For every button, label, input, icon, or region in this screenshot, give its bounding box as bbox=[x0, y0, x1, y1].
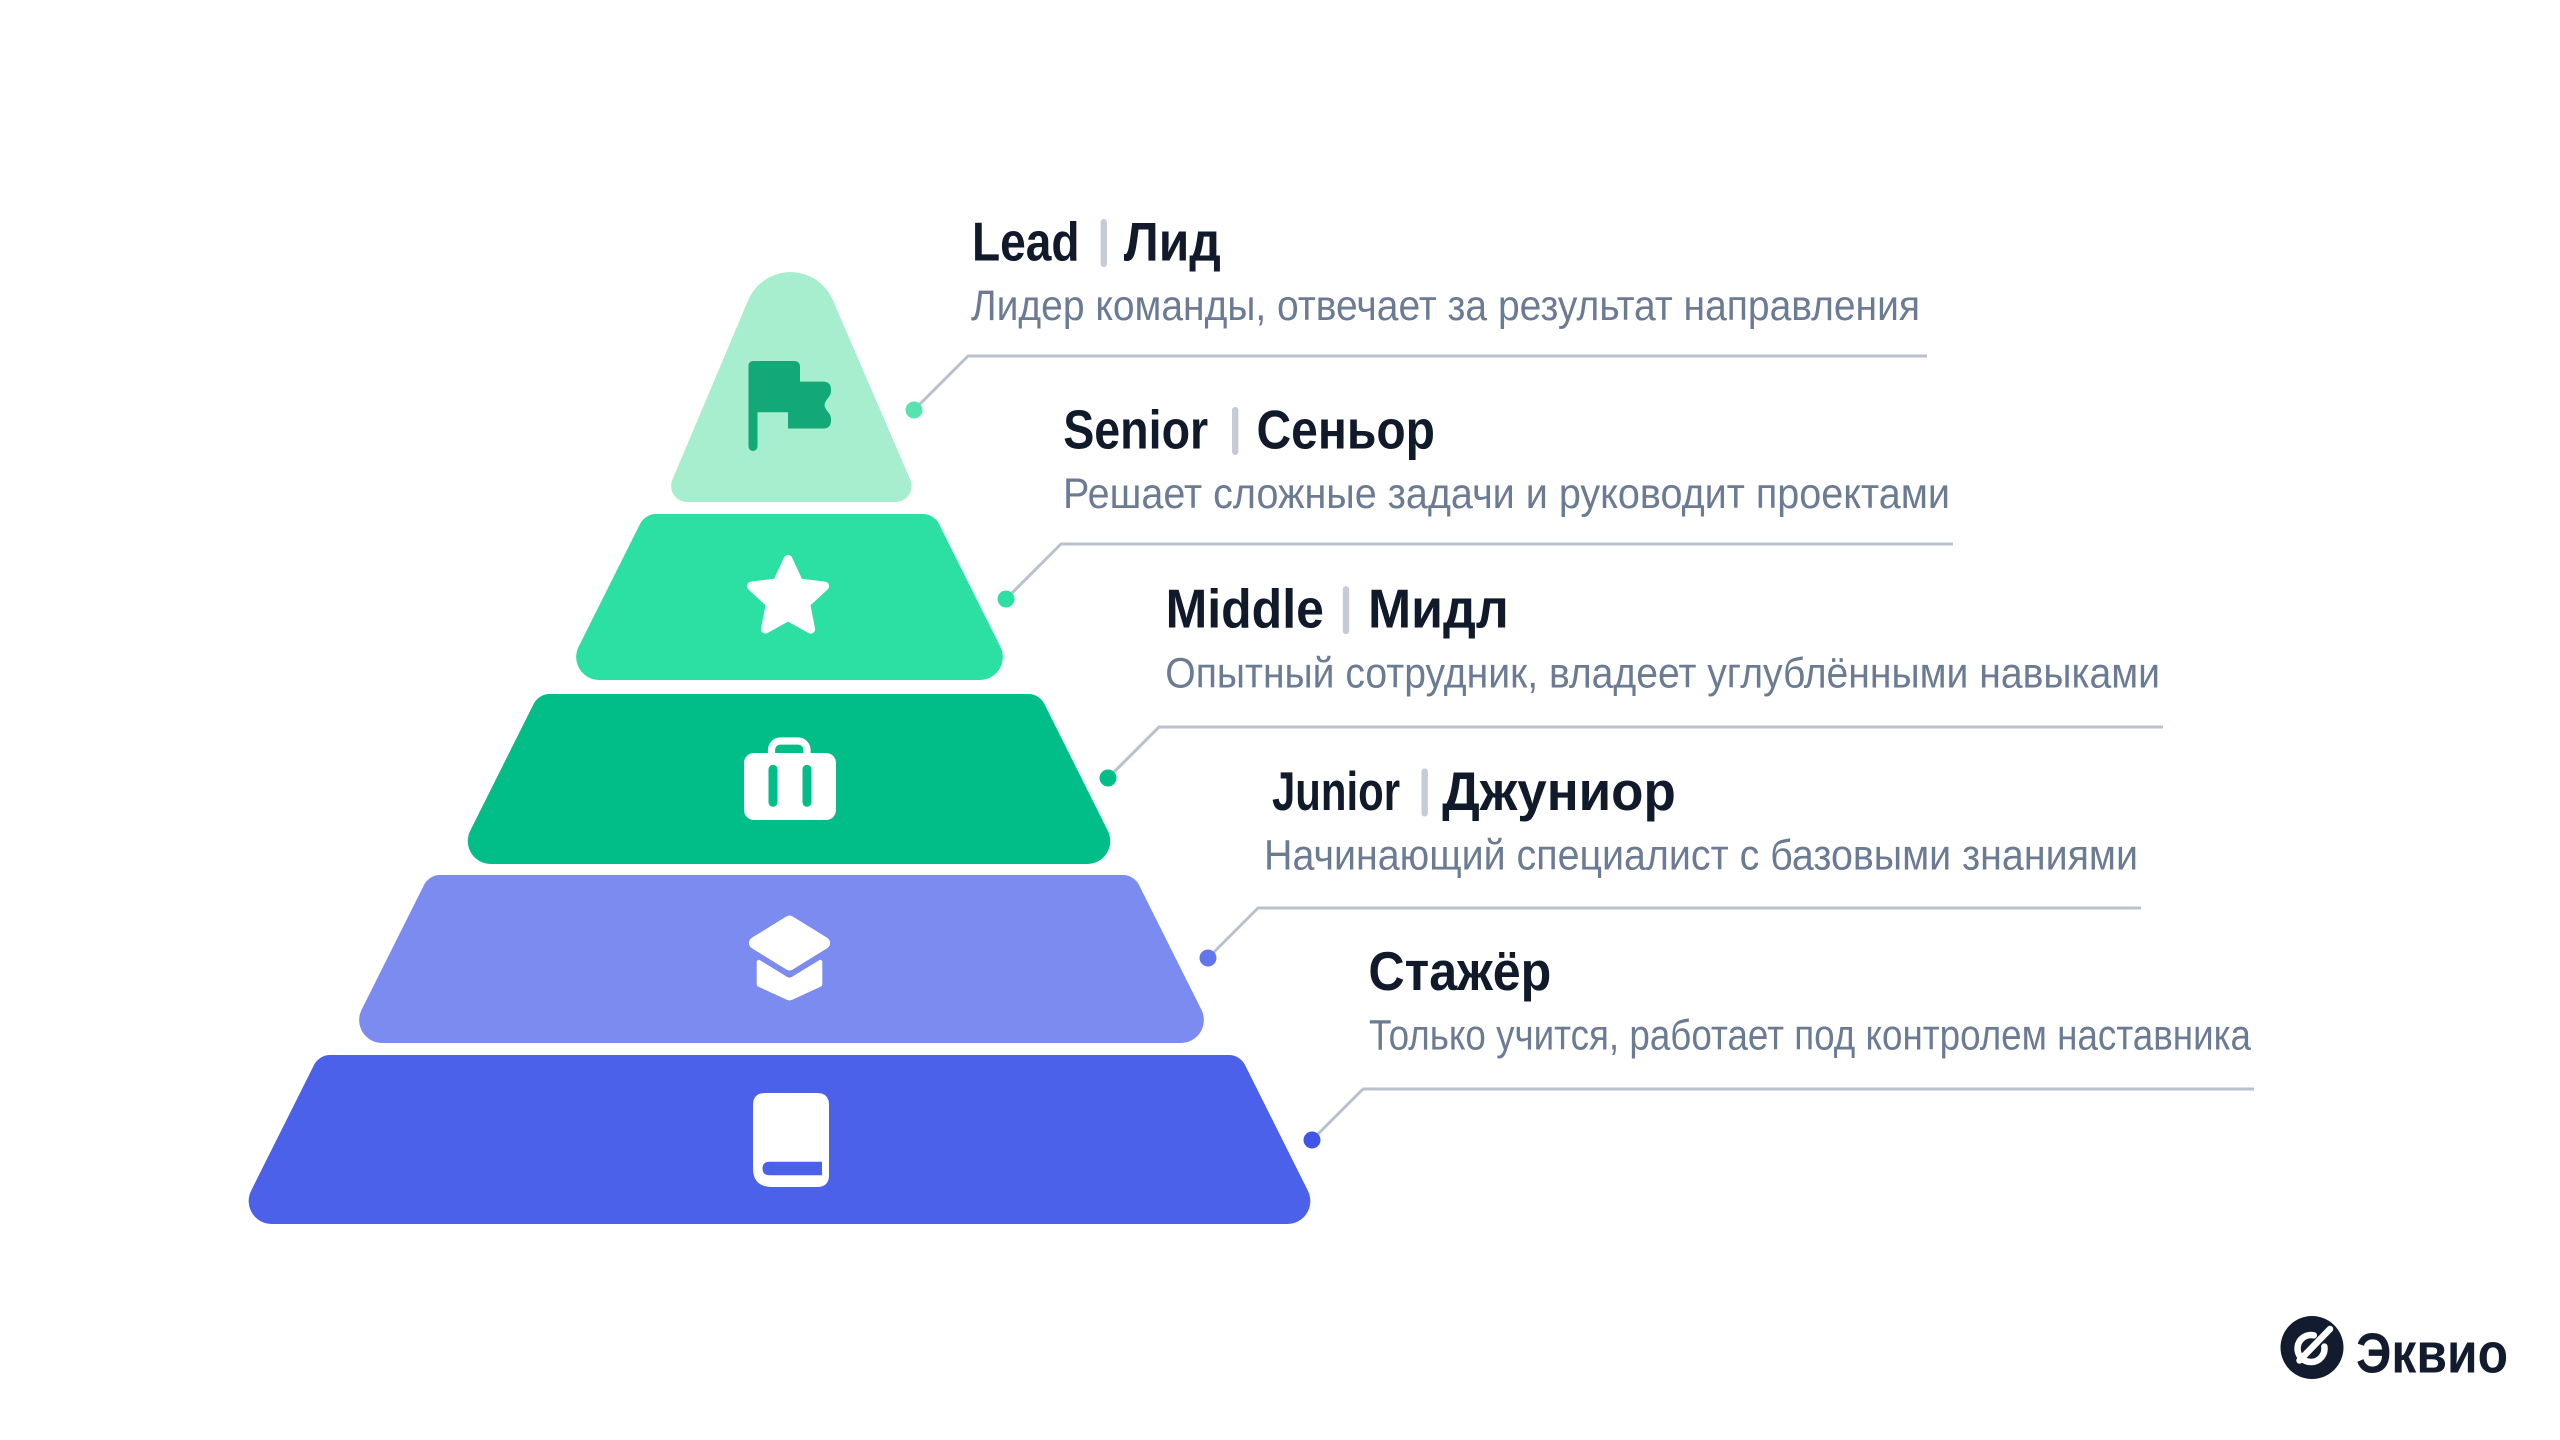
svg-text:Middle: Middle bbox=[1166, 578, 1324, 640]
svg-text:Эквио: Эквио bbox=[2356, 1322, 2508, 1386]
svg-text:Только учится, работает под ко: Только учится, работает под контролем на… bbox=[1369, 1012, 2251, 1060]
svg-text:Сеньор: Сеньор bbox=[1257, 399, 1436, 461]
svg-text:Senior: Senior bbox=[1063, 399, 1208, 461]
svg-text:Lead: Lead bbox=[972, 211, 1080, 273]
svg-text:Стажёр: Стажёр bbox=[1368, 940, 1551, 1002]
svg-text:Мидл: Мидл bbox=[1368, 578, 1509, 640]
svg-text:Лидер команды, отвечает за рез: Лидер команды, отвечает за результат нап… bbox=[971, 282, 1920, 330]
svg-text:Лид: Лид bbox=[1124, 211, 1221, 273]
svg-text:Опытный сотрудник, владеет угл: Опытный сотрудник, владеет углублёнными … bbox=[1165, 650, 2160, 698]
svg-text:Решает сложные задачи и руково: Решает сложные задачи и руководит проект… bbox=[1063, 470, 1950, 518]
svg-text:Джуниор: Джуниор bbox=[1442, 760, 1676, 822]
svg-text:Начинающий специалист с базовы: Начинающий специалист с базовыми знаниям… bbox=[1264, 832, 2138, 880]
svg-text:Junior: Junior bbox=[1272, 760, 1400, 822]
